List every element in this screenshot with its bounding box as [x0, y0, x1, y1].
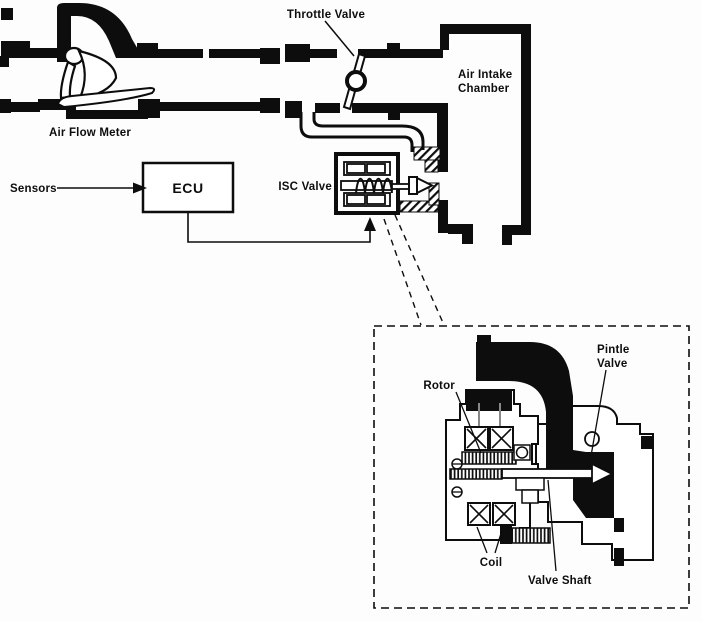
inset-gear-hub	[500, 525, 512, 544]
isc-valve-spring	[355, 177, 393, 194]
air-flow-meter	[56, 3, 156, 109]
air-flow-meter-label: Air Flow Meter	[49, 127, 131, 139]
rotor-label: Rotor	[423, 380, 455, 392]
air-intake-chamber-label-line2: Chamber	[458, 83, 510, 95]
pintle-valve-leader	[590, 369, 607, 457]
isc-pintle-tip	[416, 176, 435, 195]
inset-pintle-valve	[591, 462, 615, 486]
inset-worm-gear	[511, 527, 551, 544]
coil-leader-right	[494, 526, 504, 554]
isc-pintle-base	[408, 176, 418, 195]
inset-bearing-ball	[515, 446, 529, 459]
inset-detail	[445, 335, 654, 572]
sensors-label: Sensors	[10, 183, 57, 195]
sensors-arrowhead	[133, 182, 147, 194]
inset-valve-seat	[586, 452, 614, 518]
chamber-flange-hatching	[399, 146, 441, 213]
isc-valve-shaft	[391, 183, 410, 190]
throttle-shaft-boss	[345, 70, 367, 92]
inset-body-hole	[584, 431, 600, 447]
inset-motor-leads	[478, 403, 501, 428]
rotor-leader	[455, 391, 482, 454]
throttle-valve	[324, 20, 367, 111]
inset-label-leaders	[455, 369, 607, 572]
isc-valve-assembly	[334, 152, 435, 215]
ecu-signal-wire	[187, 212, 376, 243]
air-flow-meter-vane	[77, 49, 118, 100]
pintle-valve-label-line1: Pintle	[597, 344, 630, 356]
inset-screws	[451, 458, 463, 498]
inset-valve-shaft	[501, 468, 607, 479]
intake-duct	[0, 8, 443, 120]
air-intake-chamber	[399, 24, 531, 245]
coil-leader-left	[476, 526, 488, 554]
inset-coil-x-marks	[466, 428, 514, 524]
inset-shaft-collars	[515, 477, 545, 504]
ecu-wire-arrowhead	[364, 217, 376, 231]
isc-valve-label: ISC Valve	[278, 181, 332, 193]
air-flow-meter-damper-plate	[56, 86, 156, 109]
valve-shaft-label: Valve Shaft	[528, 575, 592, 587]
coil-label: Coil	[480, 557, 503, 569]
inset-leader-lines	[383, 214, 445, 326]
inset-brush-block	[466, 390, 512, 411]
inset-rotor	[461, 451, 517, 465]
valve-shaft-leader	[547, 479, 557, 572]
inset-thread	[449, 468, 503, 480]
inset-seat-notches	[614, 436, 653, 566]
air-flow-meter-arm	[59, 60, 77, 100]
throttle-valve-leader	[324, 20, 355, 57]
sensors-arrow	[57, 182, 147, 194]
inset-box	[373, 325, 690, 609]
air-intake-chamber-label-line1: Air Intake	[458, 69, 512, 81]
air-flow-meter-housing	[57, 3, 139, 62]
bypass-channel	[299, 112, 425, 152]
pintle-valve-label-line2: Valve	[597, 358, 627, 370]
inset-elbow-duct	[476, 335, 586, 518]
throttle-valve-label: Throttle Valve	[287, 9, 365, 21]
ecu-label: ECU	[172, 180, 203, 196]
